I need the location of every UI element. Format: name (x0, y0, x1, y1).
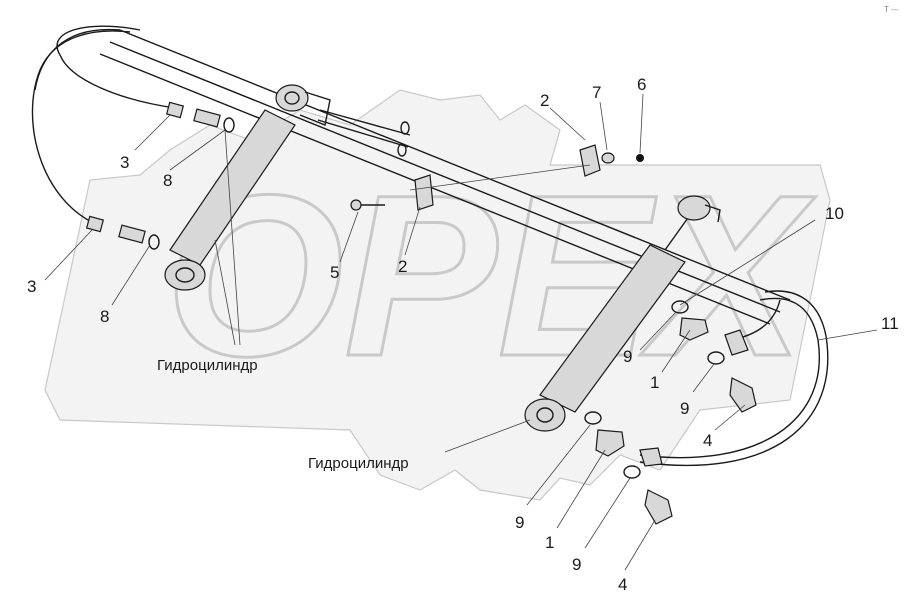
label-3-upper: 3 (120, 153, 129, 172)
part-labels: 2 7 6 3 8 3 8 5 2 10 11 9 1 9 4 9 1 9 4 (27, 75, 899, 594)
label-2-top: 2 (540, 91, 549, 110)
label-7: 7 (592, 83, 601, 102)
caption-cylinder-right: Гидроцилиндр (308, 455, 409, 472)
label-10: 10 (825, 204, 844, 223)
label-9-b: 9 (680, 399, 689, 418)
corner-mark: T --- (884, 5, 899, 14)
fittings-right-upper (671, 300, 757, 413)
fittings-right-lower (584, 411, 673, 525)
label-1-b: 1 (545, 533, 554, 552)
bar-segment (317, 109, 411, 157)
bracket-top (579, 144, 644, 177)
fittings-left (85, 101, 235, 250)
label-11: 11 (881, 314, 899, 333)
label-9-a: 9 (623, 347, 632, 366)
label-6: 6 (637, 75, 646, 94)
leader-lines (44, 93, 878, 571)
nut-dot (636, 154, 644, 162)
label-2-middle: 2 (398, 257, 407, 276)
cylinder-left (164, 84, 331, 291)
label-9-c: 9 (515, 513, 524, 532)
label-9-d: 9 (572, 555, 581, 574)
label-4-a: 4 (703, 431, 712, 450)
hose-left-loop (31, 25, 176, 226)
label-8-upper: 8 (163, 171, 172, 190)
captions: Гидроцилиндр Гидроцилиндр (157, 357, 409, 472)
label-5: 5 (330, 263, 339, 282)
caption-cylinder-left: Гидроцилиндр (157, 357, 258, 374)
bracket-middle (350, 174, 434, 211)
label-8-lower: 8 (100, 307, 109, 326)
watermark-text: OPEX (165, 147, 816, 404)
label-3-lower: 3 (27, 277, 36, 296)
label-1-a: 1 (650, 373, 659, 392)
label-4-b: 4 (618, 575, 627, 594)
cylinder-right (524, 195, 721, 432)
